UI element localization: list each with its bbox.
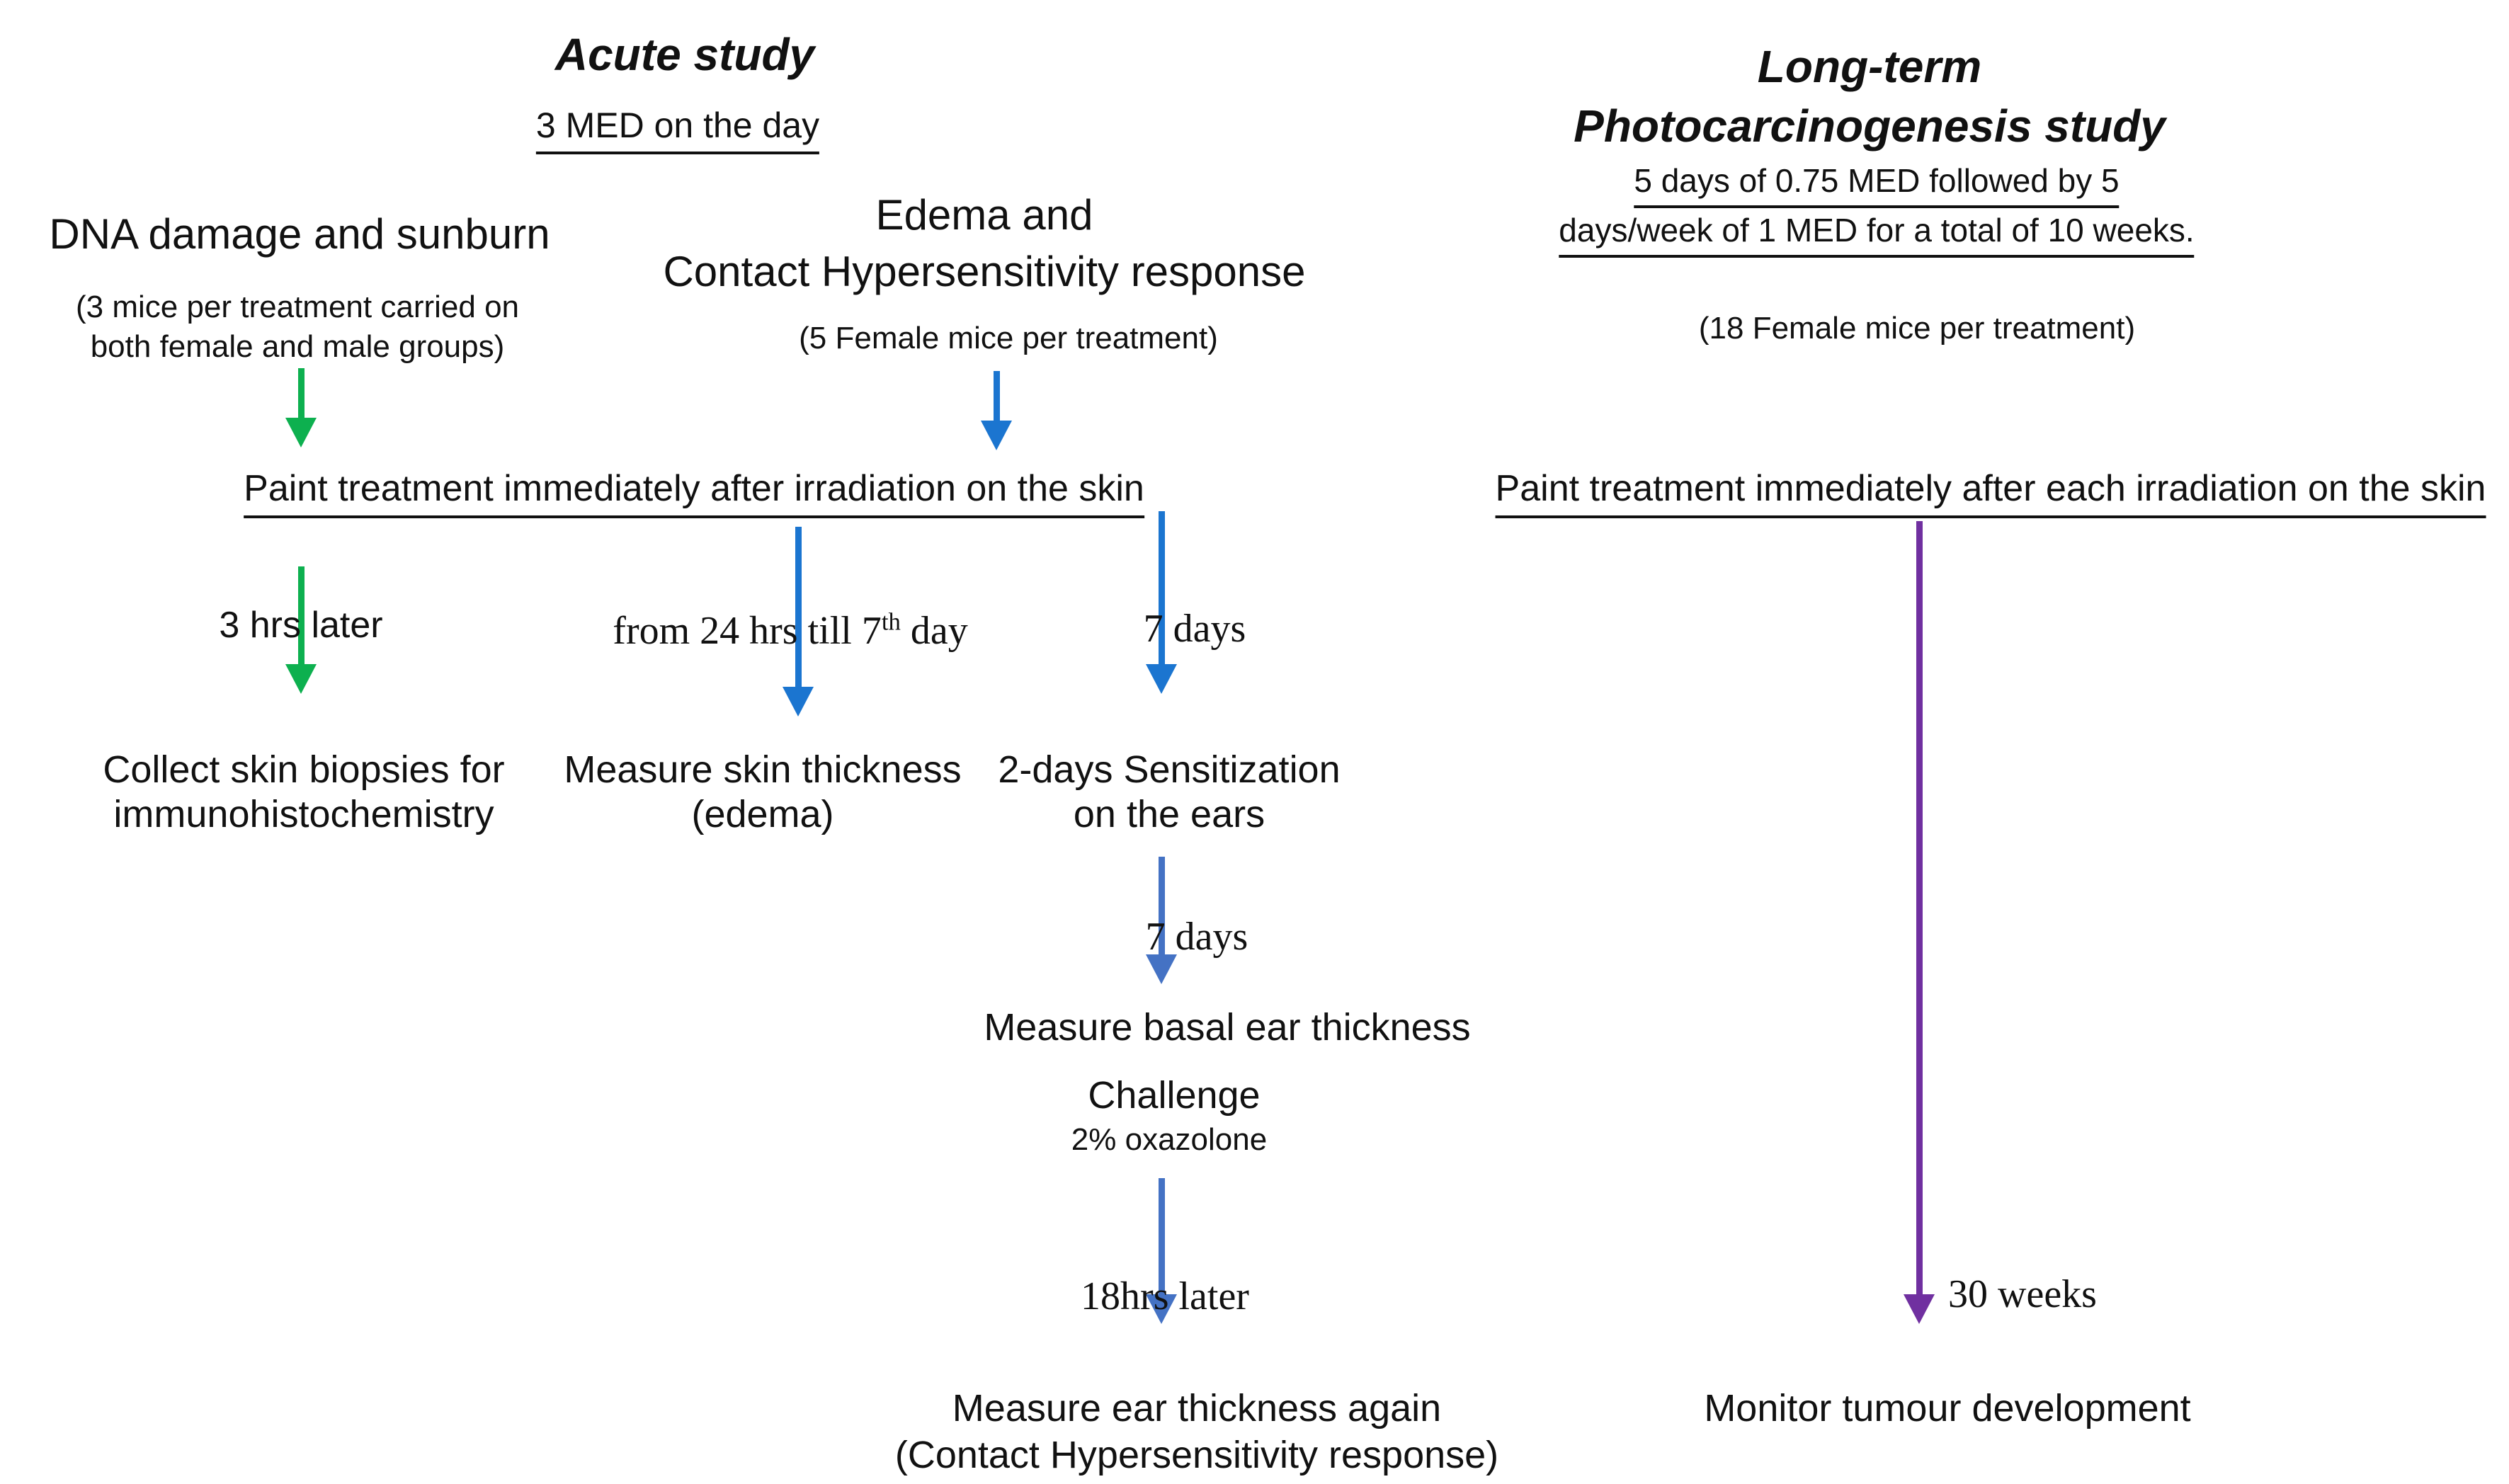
label-30-weeks: 30 weeks (1948, 1272, 2097, 1316)
final-measure-step: Measure ear thickness again (Contact Hyp… (895, 1385, 1498, 1478)
edema-branch-heading-line2: Contact Hypersensitivity response (663, 248, 1306, 295)
label-from-24hrs-sup: th (881, 607, 901, 636)
acute-study-title: Acute study (554, 29, 815, 80)
arrow-down-lightblue-7days-icon (1145, 857, 1178, 984)
arrow-shaft (993, 371, 1000, 421)
arrow-head (783, 687, 814, 717)
arrow-down-purple-30weeks-icon (1903, 521, 1935, 1324)
arrow-shaft (1158, 857, 1165, 954)
dna-outcome-line2: immunohistochemistry (113, 793, 494, 835)
label-18hrs-later: 18hrs later (1081, 1274, 1249, 1318)
final-measure-line2: (Contact Hypersensitivity response) (894, 1434, 1499, 1476)
longterm-paint-step: Paint treatment immediately after each i… (1495, 467, 2486, 519)
acute-paint-step: Paint treatment immediately after irradi… (244, 467, 1144, 519)
longterm-study-subtitle: 5 days of 0.75 MED followed by 5 days/we… (1559, 159, 2195, 258)
arrow-head (1904, 1294, 1935, 1324)
arrow-shaft (795, 527, 802, 687)
longterm-subtitle-line2: days/week of 1 MED for a total of 10 wee… (1559, 208, 2195, 258)
acute-study-subtitle-text: 3 MED on the day (535, 105, 820, 154)
sensitization-step: 2-days Sensitization on the ears (998, 748, 1340, 837)
arrow-down-blue-edema-to-paint-icon (980, 371, 1013, 450)
edema-branch-note: (5 Female mice per treatment) (799, 321, 1218, 355)
dna-branch-note-line2: both female and male groups) (90, 329, 505, 364)
longterm-study-title-line1: Long-term (1757, 41, 1982, 92)
dna-branch-note: (3 mice per treatment carried on both fe… (76, 287, 519, 367)
arrow-head (981, 421, 1012, 450)
arrow-head (1146, 954, 1177, 984)
arrow-down-green-3hrs-icon (285, 566, 317, 694)
dna-branch-note-line1: (3 mice per treatment carried on (75, 290, 520, 324)
arrow-shaft (1158, 511, 1165, 664)
arrow-shaft (1916, 521, 1923, 1294)
arrow-shaft (1158, 1178, 1165, 1294)
challenge-agent: 2% oxazolone (1071, 1122, 1268, 1157)
longterm-paint-step-text: Paint treatment immediately after each i… (1495, 467, 2486, 519)
acute-paint-step-text: Paint treatment immediately after irradi… (244, 467, 1144, 519)
label-7days-second: 7 days (1145, 915, 1248, 959)
basal-ear-thickness-step: Measure basal ear thickness (984, 1006, 1471, 1049)
arrow-down-blue-edema-measure-icon (782, 527, 814, 717)
label-7days-first: 7 days (1143, 607, 1246, 651)
edema-branch-heading-line1: Edema and (875, 191, 1093, 239)
arrow-head (285, 418, 317, 447)
challenge-step: Challenge (1088, 1074, 1261, 1117)
arrow-down-blue-7days-icon (1145, 511, 1178, 694)
arrow-down-lightblue-18hrs-icon (1145, 1178, 1178, 1324)
dna-outcome: Collect skin biopsies for immunohistoche… (103, 748, 504, 837)
edema-outcome-line2: (edema) (691, 793, 834, 835)
sensitization-step-line1: 2-days Sensitization (998, 748, 1341, 791)
arrow-shaft (297, 368, 305, 418)
arrow-head (1146, 1294, 1177, 1324)
label-from-24hrs: from 24 hrs till 7th day (613, 607, 967, 654)
dna-outcome-line1: Collect skin biopsies for (103, 748, 505, 791)
dna-branch-heading: DNA damage and sunburn (49, 210, 550, 258)
final-measure-line1: Measure ear thickness again (952, 1387, 1442, 1429)
label-from-24hrs-pre: from 24 hrs till 7 (613, 609, 882, 653)
edema-outcome: Measure skin thickness (edema) (564, 748, 961, 837)
arrow-head (285, 664, 317, 694)
edema-outcome-line1: Measure skin thickness (564, 748, 962, 791)
sensitization-step-line2: on the ears (1073, 793, 1265, 835)
label-from-24hrs-post: day (900, 609, 968, 653)
arrow-shaft (297, 566, 305, 664)
longterm-study-note: (18 Female mice per treatment) (1698, 311, 2136, 346)
acute-study-subtitle: 3 MED on the day (535, 105, 820, 154)
edema-branch-heading: Edema and Contact Hypersensitivity respo… (663, 187, 1305, 300)
longterm-study-title-line2: Photocarcinogenesis study (1574, 101, 2166, 152)
monitor-tumour-step: Monitor tumour development (1704, 1387, 2191, 1429)
longterm-study-title: Long-term Photocarcinogenesis study (1574, 37, 2166, 156)
arrow-down-green-dna-to-paint-icon (285, 368, 317, 447)
label-3hrs-later: 3 hrs later (219, 605, 383, 646)
longterm-subtitle-line1: 5 days of 0.75 MED followed by 5 (1634, 159, 2120, 208)
arrow-head (1146, 664, 1177, 694)
